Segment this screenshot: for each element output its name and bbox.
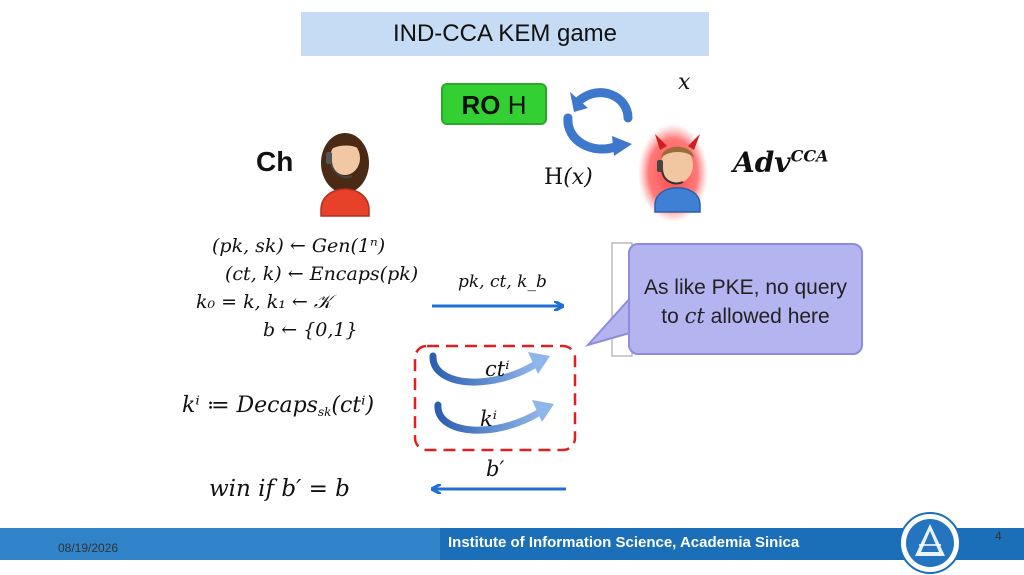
hash-arg: (x) — [563, 165, 593, 190]
ro-h-label: H — [500, 90, 527, 120]
oracle-answer-hx: H(x) — [544, 165, 593, 190]
answer-curve-arrow — [434, 400, 554, 434]
adversary-label: AdvCCA — [733, 146, 828, 179]
decaps-line: kⁱ ≔ Decapssk(ctⁱ) — [182, 393, 374, 419]
random-oracle-box: RO H — [441, 83, 547, 125]
query-curve-arrow — [429, 352, 550, 386]
setup-line-keygen: (pk, sk) ← Gen(1ⁿ) — [212, 235, 386, 257]
hash-fn: H — [544, 165, 564, 190]
win-condition: win if b′ = b — [209, 476, 350, 502]
setup-line-bit: b ← {0,1} — [263, 319, 358, 341]
adversary-base: Adv — [733, 146, 791, 179]
callout-line2-var: ct — [684, 304, 705, 328]
challenger-avatar-icon — [320, 133, 370, 217]
callout-line2-pre: to — [661, 305, 685, 328]
page-number: 4 — [995, 529, 1002, 543]
decaps-sub: sk — [317, 405, 332, 419]
callout-line2-post: allowed here — [704, 305, 830, 328]
institute-name: Institute of Information Science, Academ… — [448, 534, 800, 551]
challenge-message: pk, ct, k_b — [458, 272, 547, 292]
adversary-sup: CCA — [790, 146, 829, 166]
slide-title: IND-CCA KEM game — [301, 12, 709, 56]
decaps-oracle-box — [413, 344, 577, 452]
oracle-query-ct: ctⁱ — [485, 357, 510, 381]
callout-line1: As like PKE, no query — [643, 276, 848, 299]
setup-line-encaps: (ct, k) ← Encaps(pk) — [225, 263, 419, 285]
oracle-query-x: x — [678, 70, 691, 95]
callout-line2: to ct allowed here — [630, 302, 861, 331]
ro-label: RO — [461, 90, 501, 120]
challenger-label: Ch — [256, 146, 294, 177]
oracle-cycle-icon — [563, 88, 633, 156]
callout-bubble: As like PKE, no query to ct allowed here — [628, 243, 863, 355]
decaps-right: (ctⁱ) — [331, 393, 375, 418]
decaps-left: kⁱ ≔ Decaps — [182, 393, 318, 418]
footer-bar-light — [0, 528, 440, 560]
setup-line-keys: k₀ = k, k₁ ← 𝒦 — [196, 291, 332, 313]
guess-label: b′ — [486, 457, 505, 481]
academia-sinica-logo-icon — [899, 512, 961, 574]
footer-date: 08/19/2026 — [58, 541, 119, 555]
adversary-avatar-icon — [638, 124, 708, 222]
oracle-answer-k: kⁱ — [480, 407, 497, 431]
